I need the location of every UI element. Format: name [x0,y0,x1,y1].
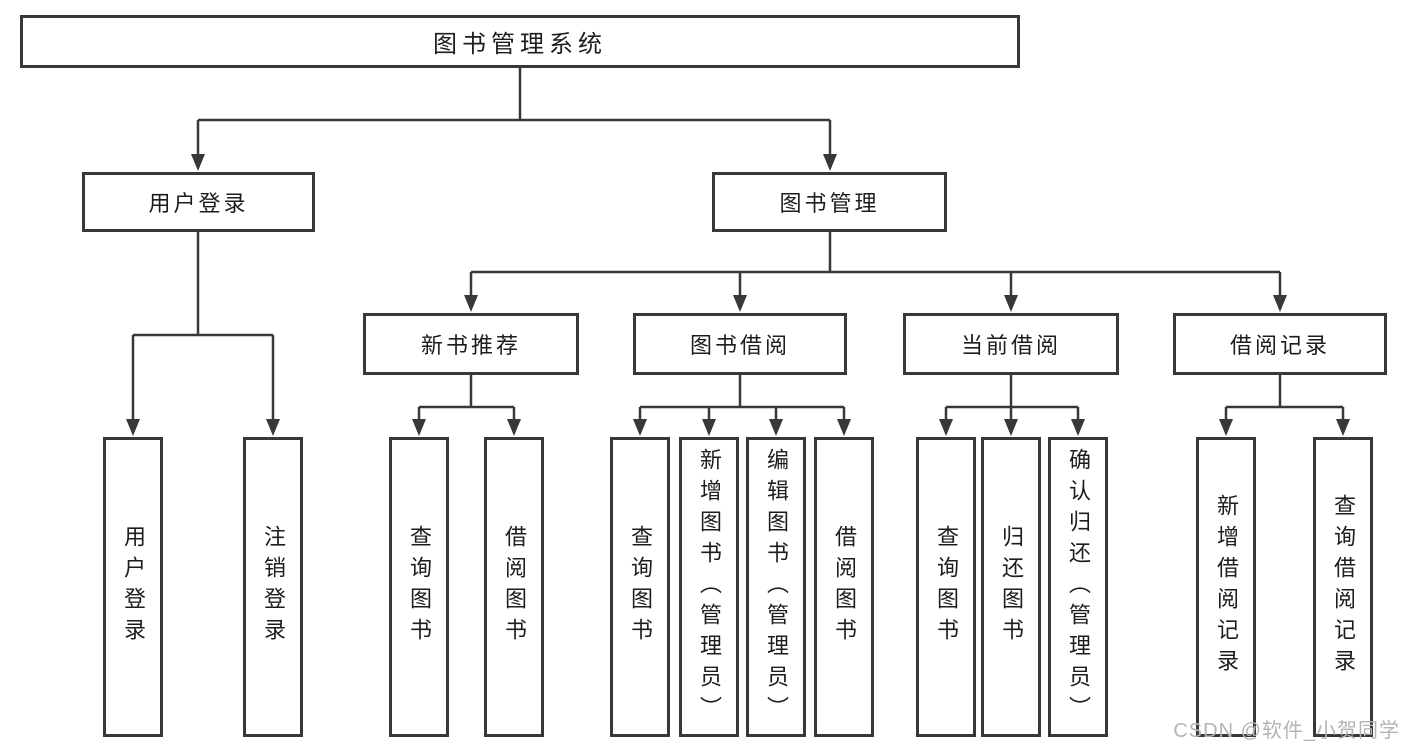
leaf-label: 查询图书 [934,525,959,649]
node-current-borrowing: 当前借阅 [903,313,1119,375]
node-borrowing-records: 借阅记录 [1173,313,1387,375]
node-label: 图书借阅 [689,333,790,358]
node-book-management: 图书管理 [712,172,947,232]
leaf-label: 归还图书 [999,525,1024,649]
leaf-query-books-2: 查询图书 [610,437,670,737]
leaf-query-books-1: 查询图书 [389,437,449,737]
leaf-label: 查询图书 [628,525,653,649]
node-label: 借阅记录 [1229,333,1330,358]
leaf-label: 用户登录 [121,525,146,649]
node-new-book-recommendation: 新书推荐 [363,313,579,375]
node-library-management-system: 图书管理系统 [20,15,1020,68]
node-label: 图书管理系统 [433,31,607,58]
leaf-logout-login: 注销登录 [243,437,303,737]
node-label: 用户登录 [148,191,249,216]
leaf-borrow-books-1: 借阅图书 [484,437,544,737]
node-book-borrowing: 图书借阅 [633,313,847,375]
leaf-label: 借阅图书 [832,525,857,649]
leaf-add-books-admin: 新增图书（管理员） [679,437,739,737]
node-label: 新书推荐 [420,333,521,358]
watermark: CSDN @软件_小贺同学 [1173,720,1400,742]
leaf-label: 查询借阅记录 [1331,494,1356,680]
leaf-add-borrowing-record: 新增借阅记录 [1196,437,1256,737]
arrowheads [126,154,1350,436]
leaf-label: 注销登录 [261,525,286,649]
leaf-label: 新增借阅记录 [1214,494,1239,680]
leaf-label: 确认归还（管理员） [1066,447,1091,727]
leaf-confirm-return-admin: 确认归还（管理员） [1048,437,1108,737]
leaf-user-login: 用户登录 [103,437,163,737]
node-label: 图书管理 [779,191,880,216]
leaf-label: 新增图书（管理员） [697,447,722,727]
connector-lines [131,67,1345,425]
leaf-label: 借阅图书 [502,525,527,649]
leaf-borrow-books-2: 借阅图书 [814,437,874,737]
leaf-label: 编辑图书（管理员） [764,447,789,727]
leaf-edit-books-admin: 编辑图书（管理员） [746,437,806,737]
leaf-query-books-3: 查询图书 [916,437,976,737]
node-user-login: 用户登录 [82,172,315,232]
node-label: 当前借阅 [960,333,1061,358]
leaf-return-books: 归还图书 [981,437,1041,737]
leaf-label: 查询图书 [407,525,432,649]
leaf-query-borrowing-record: 查询借阅记录 [1313,437,1373,737]
